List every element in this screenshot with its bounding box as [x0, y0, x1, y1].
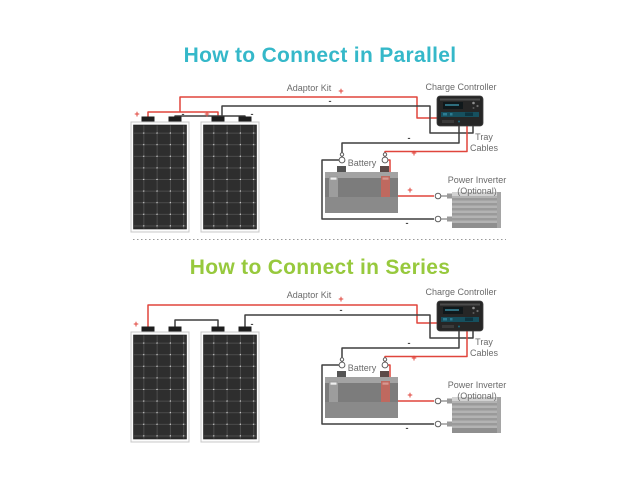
- solar-panel: [200, 116, 260, 233]
- parallel-title: How to Connect in Parallel: [183, 44, 457, 67]
- polarity-mark-minus: -: [181, 109, 185, 119]
- polarity-mark-minus: -: [250, 109, 254, 119]
- tray-cables-label: Tray Cables: [469, 337, 499, 358]
- polarity-mark-plus: +: [134, 109, 140, 119]
- power-inverter-label: Power Inverter (Optional): [447, 380, 507, 401]
- tray-cables-label: Tray Cables: [469, 132, 499, 153]
- polarity-mark-plus: +: [411, 353, 417, 363]
- battery-label: Battery: [347, 363, 377, 373]
- polarity-mark-plus: +: [407, 185, 413, 195]
- parallel-wiring: [130, 96, 501, 233]
- series-wiring: [130, 301, 501, 443]
- polarity-mark-plus: +: [338, 294, 344, 304]
- polarity-mark-minus: -: [339, 305, 343, 315]
- solar-panel: [130, 326, 190, 443]
- adaptor-kit-label: Adaptor Kit: [286, 83, 332, 93]
- solar-panel: [130, 116, 190, 233]
- polarity-mark-minus: -: [250, 319, 254, 329]
- adaptor-kit-label: Adaptor Kit: [286, 290, 332, 300]
- polarity-mark-plus: +: [338, 86, 344, 96]
- battery-label: Battery: [347, 158, 377, 168]
- polarity-mark-plus: +: [133, 319, 139, 329]
- polarity-mark-minus: -: [405, 218, 409, 228]
- power-inverter-label: Power Inverter (Optional): [447, 175, 507, 196]
- polarity-mark-plus: +: [407, 390, 413, 400]
- polarity-mark-plus: +: [411, 148, 417, 158]
- polarity-mark-minus: -: [407, 133, 411, 143]
- polarity-mark-minus: -: [328, 96, 332, 106]
- charge-controller-label: Charge Controller: [425, 82, 497, 92]
- polarity-mark-minus: -: [405, 423, 409, 433]
- solar-panel: [200, 326, 260, 443]
- polarity-mark-minus: -: [407, 338, 411, 348]
- charge-controller-label: Charge Controller: [425, 287, 497, 297]
- series-title: How to Connect in Series: [189, 256, 451, 279]
- polarity-mark-plus: +: [204, 109, 210, 119]
